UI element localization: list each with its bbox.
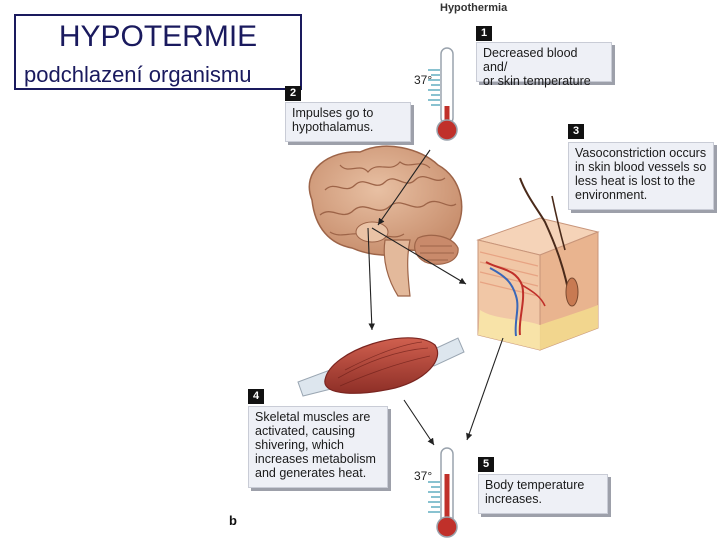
step-2-box: Impulses go to hypothalamus. [285,102,411,142]
muscle-illustration [297,337,465,397]
step-2-line-1: Impulses go to [292,106,374,120]
thermometer-bottom [428,447,458,538]
thermometer-top [428,47,458,141]
step-1-line-2: or skin temperature [483,74,591,88]
step-3-line-1: Vasoconstriction occurs [575,146,707,160]
step-3-line-4: environment. [575,188,648,202]
step-5-box: Body temperature increases. [478,474,608,514]
step-4-line-2: activated, causing [255,424,356,438]
step-3-number: 3 [568,124,584,139]
slide-subtitle: podchlazení organismu [24,62,252,87]
flow-arrows [367,149,504,446]
step-3-line-2: in skin blood vessels so [575,160,707,174]
brain-illustration [308,145,463,297]
step-2-number: 2 [285,86,301,101]
slide-title-box: HYPOTERMIE podchlazení organismu [14,14,302,90]
thermometer-top-label: 37° [414,73,433,87]
diagram-heading: Hypothermia [440,2,508,14]
step-4-line-1: Skeletal muscles are [255,410,371,424]
step-1-box: Decreased blood and/ or skin temperature [476,42,612,88]
step-2-line-2: hypothalamus. [292,120,374,134]
step-1-line-1: Decreased blood and/ [483,46,578,74]
slide-title: HYPOTERMIE [58,20,258,53]
skin-illustration [476,177,600,351]
step-5-number: 5 [478,457,494,472]
step-3-box: Vasoconstriction occurs in skin blood ve… [568,142,714,210]
step-3-line-3: less heat is lost to the [575,174,696,188]
step-1-number: 1 [476,26,492,41]
figure-letter: b [229,513,237,528]
step-5-line-2: increases. [485,492,542,506]
step-4-line-5: and generates heat. [255,466,367,480]
step-4-number: 4 [248,389,264,404]
thermometer-bottom-label: 37° [414,469,433,483]
step-4-line-4: increases metabolism [255,452,376,466]
step-4-line-3: shivering, which [255,438,344,452]
step-4-box: Skeletal muscles are activated, causing … [248,406,388,488]
step-5-line-1: Body temperature [485,478,585,492]
